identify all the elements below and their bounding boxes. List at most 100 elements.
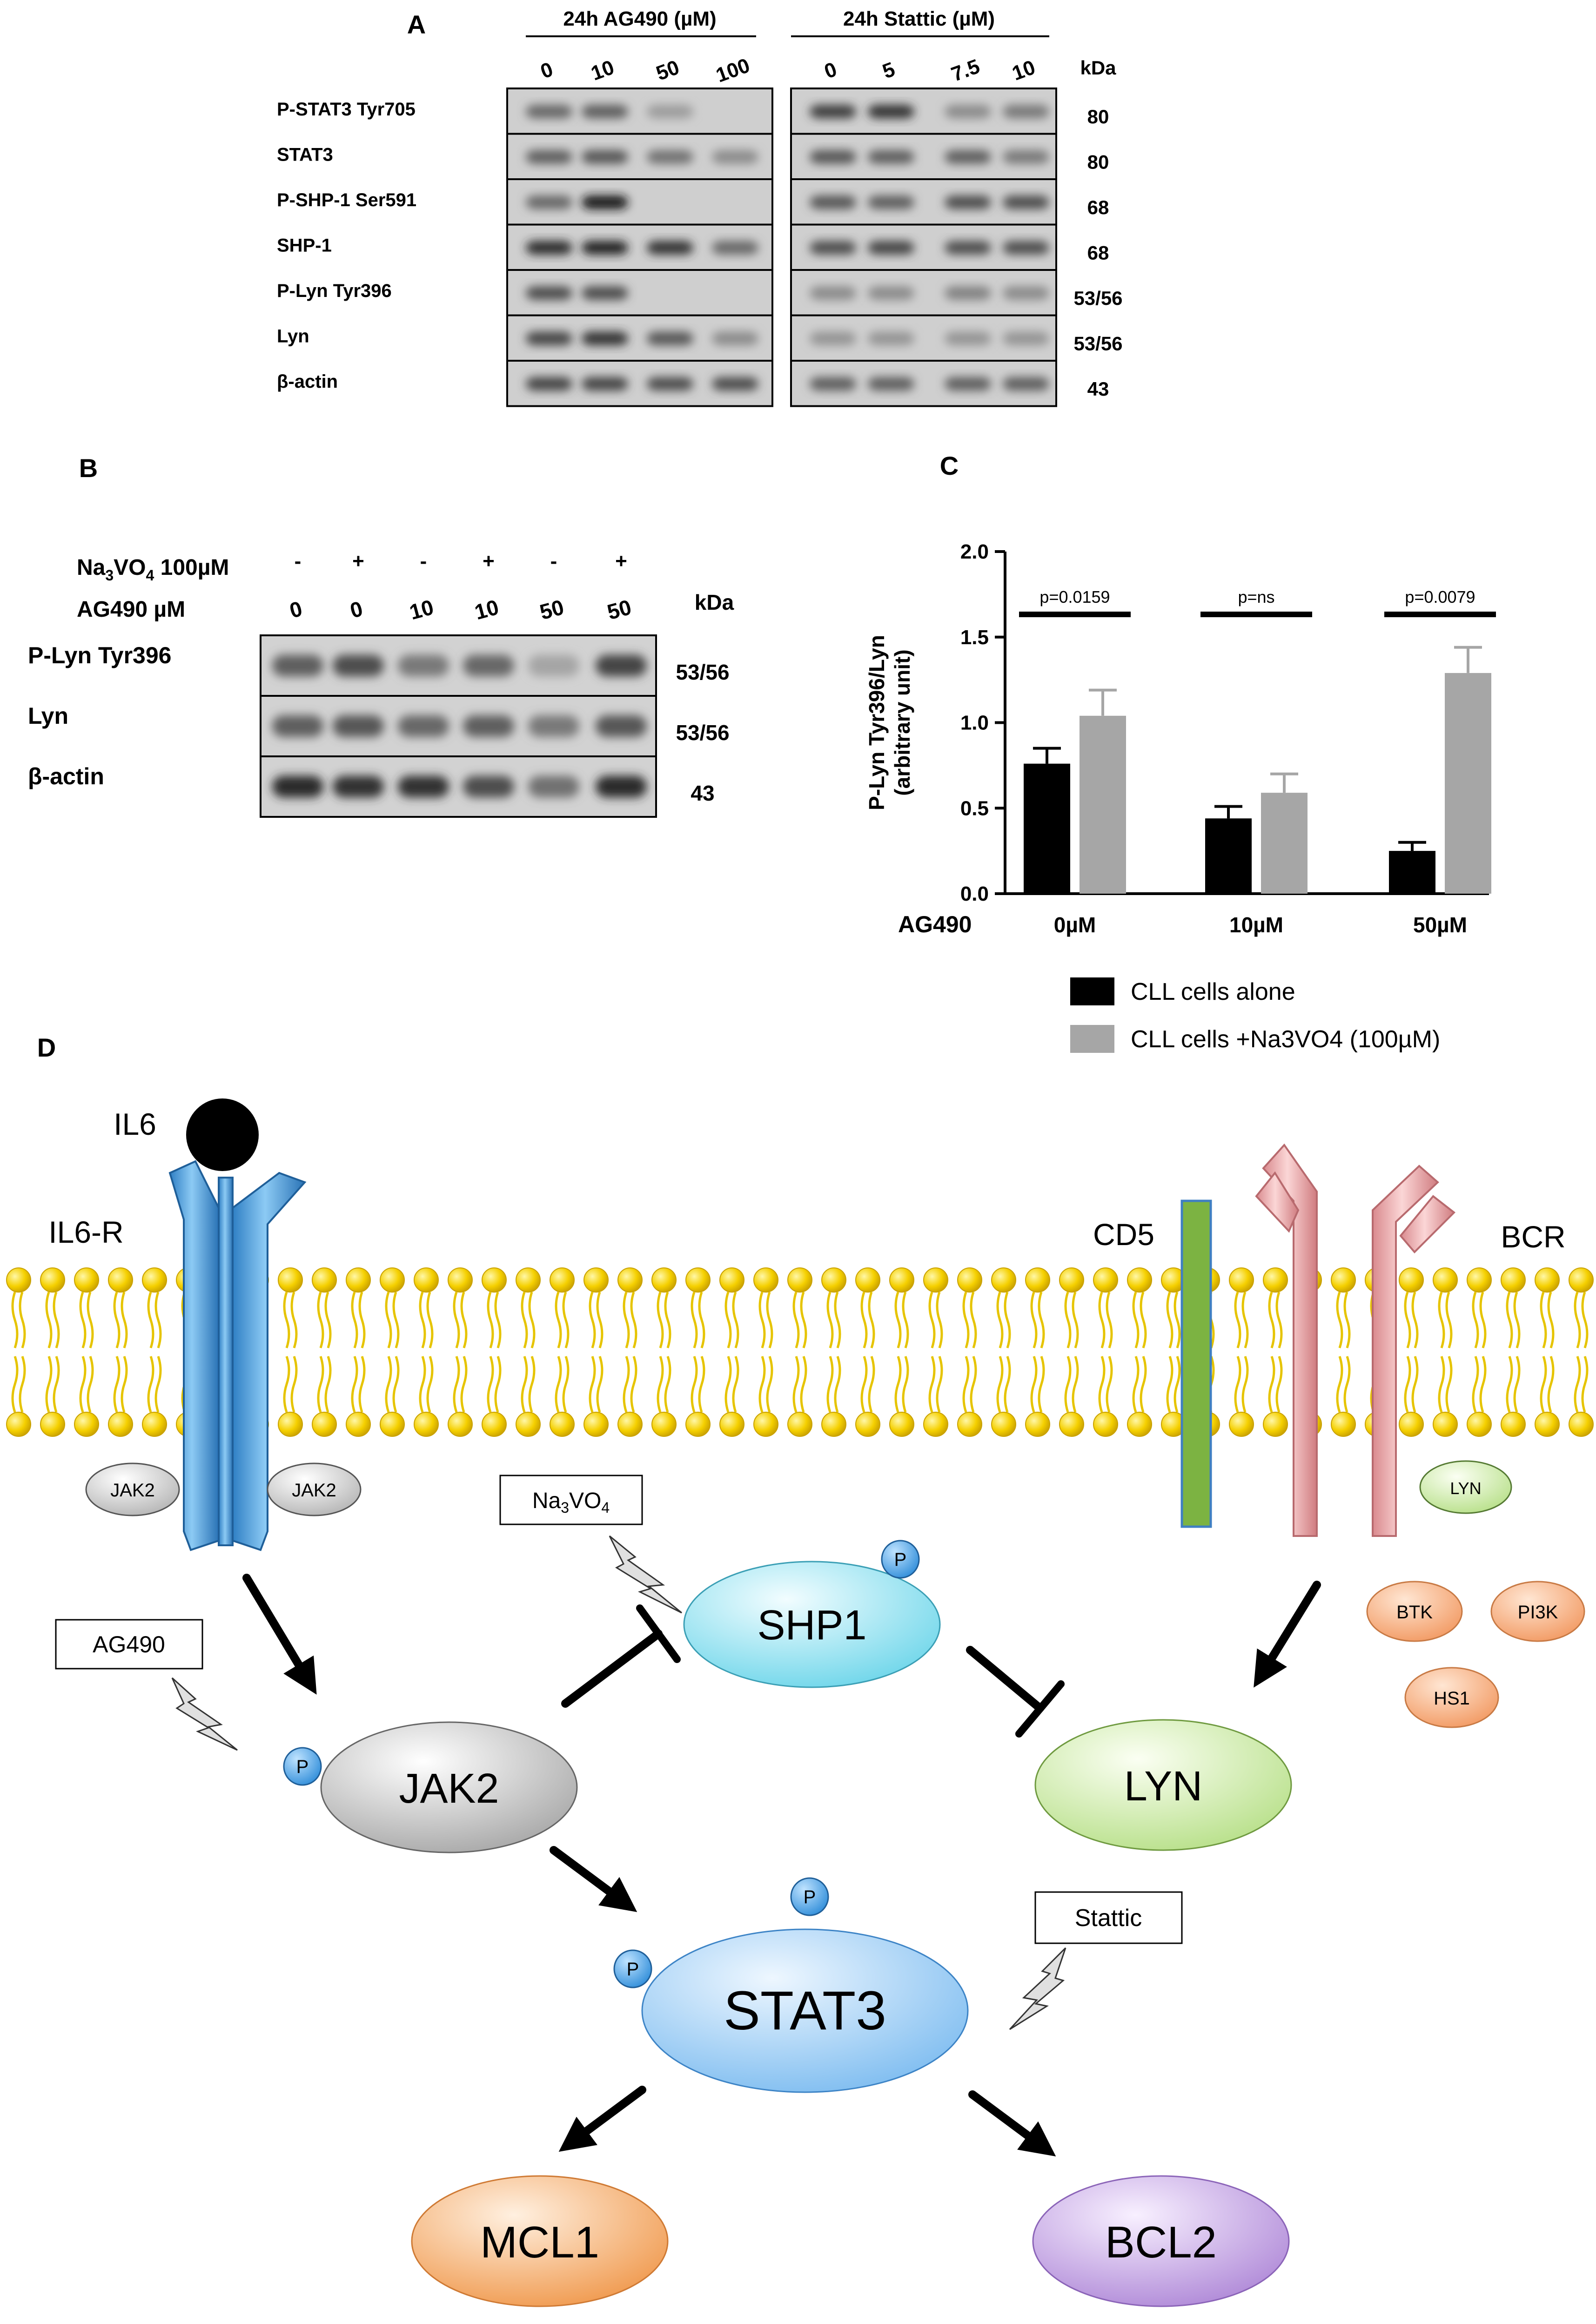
- bcl2-label: BCL2: [1105, 2217, 1217, 2267]
- blot-band: [647, 241, 693, 255]
- blot-band: [945, 331, 991, 345]
- na3vo4-label: Na3VO4 100µM: [77, 555, 229, 584]
- panel-a-row-kda: 53/56: [1073, 287, 1122, 309]
- lyn-label: LYN: [1124, 1763, 1202, 1810]
- arrow-bcr-to-lyn: [1254, 1581, 1321, 1688]
- panel-c: C 0.00.51.01.52.0P-Lyn Tyr396/Lyn(arbitr…: [865, 451, 1496, 1053]
- ag490-box-label: AG490: [93, 1631, 165, 1657]
- y-tick-label: 0.0: [960, 882, 989, 905]
- panel-c-label: C: [940, 451, 959, 480]
- bcr-label: BCR: [1501, 1219, 1565, 1254]
- hs1-node: [1404, 1667, 1499, 1728]
- panel-b-kda-header: kDa: [695, 590, 734, 614]
- lyn-small-label: LYN: [1450, 1479, 1481, 1498]
- blot-band: [272, 715, 323, 737]
- blot-band: [582, 331, 628, 345]
- blot-band: [398, 654, 449, 677]
- blot-band: [945, 377, 991, 391]
- hs1-label: HS1: [1434, 1688, 1470, 1709]
- y-axis-label: P-Lyn Tyr396/Lyn: [865, 635, 889, 810]
- lipid: [1535, 1267, 1560, 1437]
- blot-band: [596, 715, 647, 737]
- jak2-node: [320, 1721, 578, 1853]
- blot-band: [945, 150, 991, 164]
- blot-band: [647, 331, 693, 345]
- blot-band: [1003, 241, 1049, 255]
- blot-band: [945, 105, 991, 119]
- stattic-lane-3: 10: [1009, 56, 1039, 85]
- panel-a-row-kda: 43: [1087, 378, 1109, 400]
- ag490-lane-2: 50: [653, 56, 683, 85]
- inhibit-shp1-to-lyn: [966, 1646, 1044, 1712]
- ag490-lane-0: 0: [537, 58, 556, 83]
- lipid: [1229, 1267, 1254, 1437]
- blot-band: [526, 331, 572, 345]
- stattic-lane-0: 0: [821, 58, 840, 83]
- blot-band: [1003, 377, 1049, 391]
- na3vo4-signs: -+-+-+: [295, 550, 627, 573]
- lipid: [583, 1267, 609, 1437]
- panel-a-row-label: Lyn: [277, 326, 309, 347]
- lipid: [40, 1267, 65, 1437]
- lipid: [312, 1267, 337, 1437]
- il6r-label: IL6-R: [48, 1215, 123, 1249]
- stattic-lightning-icon: [1009, 1947, 1066, 2030]
- blot-band: [712, 331, 758, 345]
- na3vo4-sign-3: +: [483, 550, 495, 573]
- lipid: [1093, 1267, 1118, 1437]
- ag490-value-0: 0: [287, 596, 305, 623]
- arrow-jak2-to-stat3: [550, 1846, 637, 1913]
- blot-band: [945, 286, 991, 300]
- lipid: [651, 1267, 677, 1437]
- blot-band: [1003, 331, 1049, 345]
- inhibit-jak2-to-shp1: [561, 1630, 663, 1708]
- blot-band: [810, 286, 856, 300]
- blot-band: [868, 331, 914, 345]
- legend-swatch: [1070, 1025, 1114, 1053]
- lipid: [1263, 1267, 1288, 1437]
- blot-band: [272, 775, 323, 798]
- panel-b-row-label: Lyn: [28, 703, 68, 729]
- panel-b-row-label: β-actin: [28, 763, 104, 789]
- blot-band: [582, 195, 628, 209]
- blot-band: [333, 654, 384, 677]
- lipid: [482, 1267, 507, 1437]
- p-value-label: p=0.0159: [1039, 587, 1110, 606]
- na3vo4-sign-5: +: [615, 550, 627, 573]
- cd5-bar: [1180, 1199, 1212, 1528]
- panel-b-row-kda: 43: [691, 781, 714, 805]
- ag490-value-4: 50: [537, 595, 566, 624]
- jak2-right-small-label: JAK2: [292, 1480, 336, 1501]
- blot-band: [333, 715, 384, 737]
- stattic-lane-2: 7.5: [948, 55, 983, 86]
- panel-a-row-label: β-actin: [277, 371, 338, 392]
- blot-band: [526, 377, 572, 391]
- lipid: [923, 1267, 948, 1437]
- bar: [1261, 793, 1308, 894]
- panel-a-row-kda: 68: [1087, 242, 1109, 264]
- lipid: [889, 1267, 914, 1437]
- ag490-value-5: 50: [604, 595, 634, 624]
- ag490-um-label: AG490 µM: [77, 597, 185, 622]
- blot-band: [945, 195, 991, 209]
- lipid: [1127, 1267, 1152, 1437]
- blot-band: [526, 105, 572, 119]
- lipid: [108, 1267, 133, 1437]
- blot-strip: [506, 178, 773, 226]
- lipid: [855, 1267, 880, 1437]
- ag490-value-2: 10: [407, 595, 436, 624]
- stattic-box: [1034, 1891, 1183, 1944]
- panel-a-row-kda: 68: [1087, 196, 1109, 218]
- y-tick-label: 1.0: [960, 712, 989, 734]
- lipid: [1059, 1267, 1084, 1437]
- blot-band: [463, 715, 514, 737]
